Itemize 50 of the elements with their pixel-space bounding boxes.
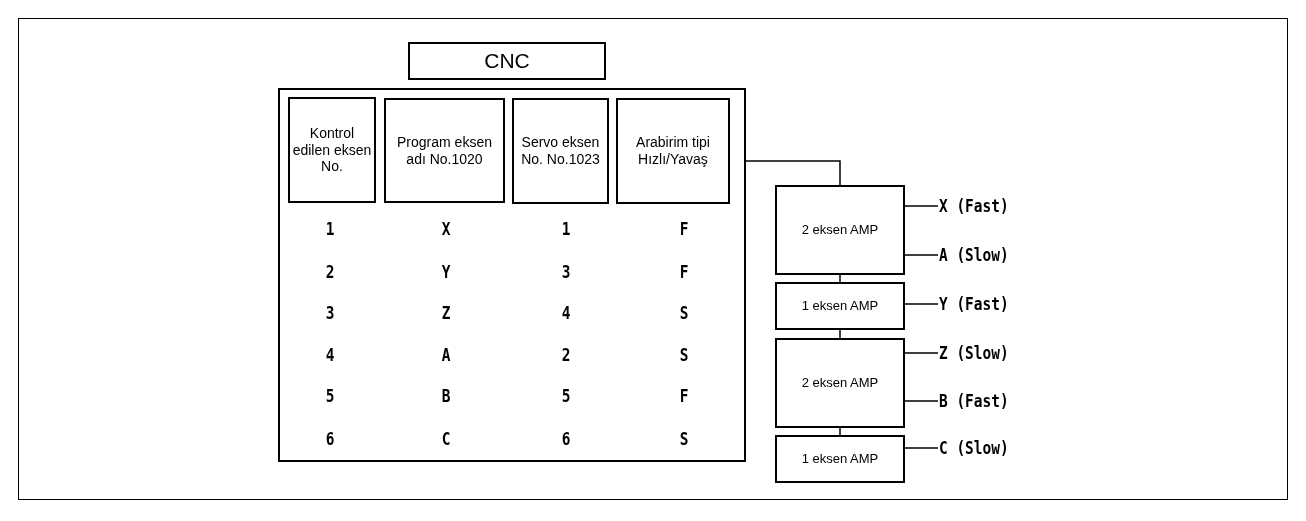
table-value: Z	[441, 303, 451, 324]
connector-line	[904, 352, 939, 354]
amplifier-box: 1 eksen AMP	[775, 282, 905, 330]
table-value: 1	[561, 219, 571, 240]
connector-line	[904, 303, 939, 305]
table-value: 6	[325, 429, 335, 450]
header-cell: Program eksen adı No.1020	[384, 98, 505, 203]
table-value: 2	[325, 262, 335, 283]
table-value: 2	[561, 345, 571, 366]
table-value: 5	[561, 386, 571, 407]
amplifier-box: 2 eksen AMP	[775, 338, 905, 428]
connector-line	[904, 254, 939, 256]
amplifier-box: 2 eksen AMP	[775, 185, 905, 275]
table-value: F	[679, 262, 689, 283]
table-value: 5	[325, 386, 335, 407]
amplifier-box: 1 eksen AMP	[775, 435, 905, 483]
table-value: S	[679, 429, 689, 450]
axis-label: Z (Slow)	[939, 343, 1009, 363]
cnc-box: CNC	[408, 42, 606, 80]
table-value: A	[441, 345, 451, 366]
header-cell: Servo eksen No. No.1023	[512, 98, 609, 204]
connector-line	[904, 447, 939, 449]
connector-line	[839, 329, 841, 339]
table-value: B	[441, 386, 451, 407]
table-value: X	[441, 219, 451, 240]
table-value: F	[679, 386, 689, 407]
table-value: S	[679, 345, 689, 366]
header-cell: Kontrol edilen eksen No.	[288, 97, 376, 203]
connector-line	[904, 205, 939, 207]
table-value: F	[679, 219, 689, 240]
table-value: C	[441, 429, 451, 450]
table-value: 4	[561, 303, 571, 324]
connector-line	[904, 400, 939, 402]
table-value: 3	[325, 303, 335, 324]
table-value: 4	[325, 345, 335, 366]
axis-label: X (Fast)	[939, 196, 1009, 216]
table-value: Y	[441, 262, 451, 283]
table-value: 6	[561, 429, 571, 450]
connector-line	[839, 274, 841, 283]
axis-label: A (Slow)	[939, 245, 1009, 265]
table-value: 1	[325, 219, 335, 240]
table-value: S	[679, 303, 689, 324]
header-cell: Arabirim tipi Hızlı/Yavaş	[616, 98, 730, 204]
table-value: 3	[561, 262, 571, 283]
axis-label: Y (Fast)	[939, 294, 1009, 314]
table-panel	[278, 88, 746, 462]
connector-line	[839, 427, 841, 436]
axis-label: C (Slow)	[939, 438, 1009, 458]
axis-label: B (Fast)	[939, 391, 1009, 411]
connector-line	[745, 160, 841, 186]
